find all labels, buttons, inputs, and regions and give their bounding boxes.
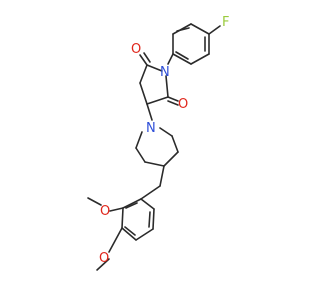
carbonyl-oxygen-top-label: O [131, 42, 141, 57]
ortho-methoxy-bond-1 [109, 207, 124, 212]
ethyl-bond-2 [140, 185, 161, 200]
piperidine-ring [135, 127, 179, 167]
molecule-diagram: F N O O N O O [87, 15, 229, 271]
ring-to-pip-n-bond [146, 103, 153, 121]
bonds [87, 23, 221, 271]
fluorine-label: F [222, 15, 229, 30]
fluorophenyl-ring [172, 23, 210, 65]
c-f-bond [208, 25, 221, 35]
ortho-methoxy-oxygen-label: O [100, 204, 110, 219]
succinimide-ring [139, 52, 179, 106]
piperidine-nitrogen-label: N [146, 121, 156, 136]
dimethoxyphenyl-ring [121, 198, 155, 241]
atom-labels: F N O O N O O [99, 15, 229, 266]
imide-nitrogen-label: N [160, 65, 170, 80]
para-methoxy-bond-1 [108, 227, 123, 253]
para-methoxy-bond-2 [96, 258, 110, 271]
ethyl-bond-1 [159, 165, 165, 187]
para-methoxy-oxygen-label: O [99, 251, 109, 266]
aryl-n-bond [167, 53, 174, 65]
carbonyl-oxygen-right-label: O [178, 97, 188, 112]
ortho-methoxy-bond-2 [87, 197, 102, 206]
